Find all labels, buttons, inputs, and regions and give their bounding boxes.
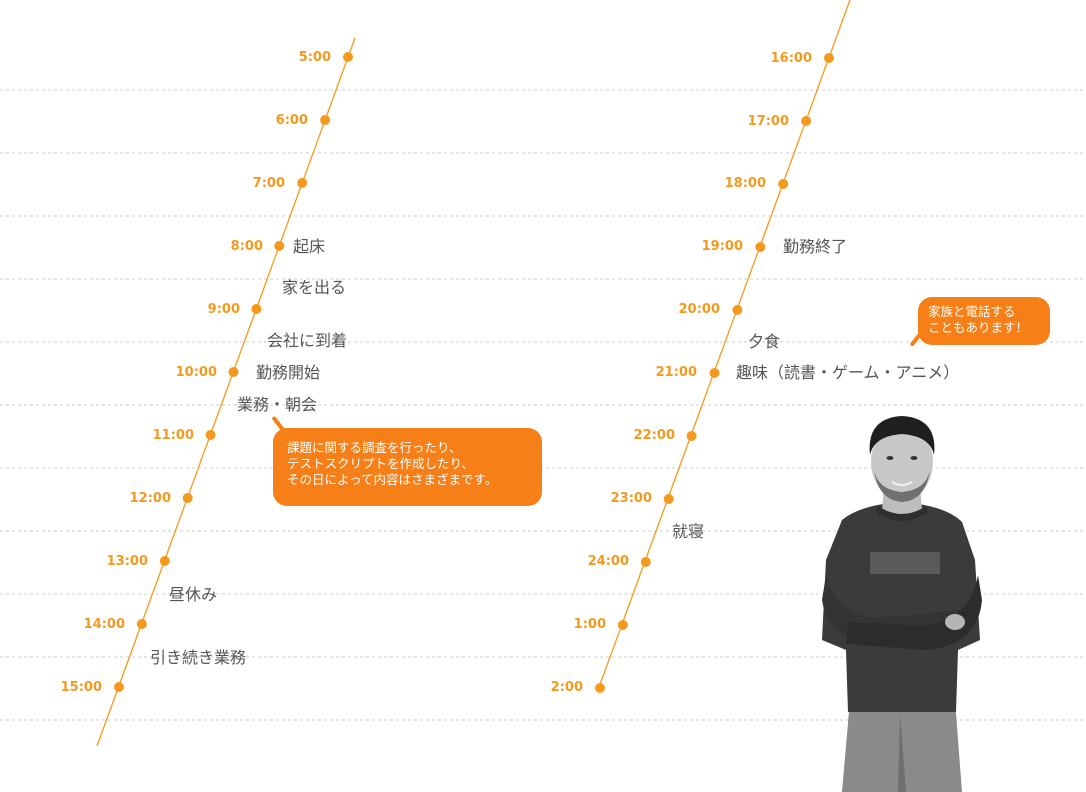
event-label: 会社に到着 [267,331,348,350]
person-collar [876,506,928,521]
timeline-dot [686,431,697,441]
speech-bubble-phone: 家族と電話する こともあります！ [918,297,1050,345]
time-label: 17:00 [747,114,789,129]
time-label: 18:00 [724,176,766,191]
event-label: 夕食 [748,332,781,351]
event-label: 趣味（読書・ゲーム・アニメ） [736,363,960,382]
timeline-dot [205,430,216,440]
timeline-dot [320,115,331,125]
time-label: 12:00 [129,491,171,506]
event-label: 家を出る [282,278,347,297]
timeline-dot [824,53,834,63]
event-label: 昼休み [169,585,218,604]
person-sweater-print [870,552,940,574]
person-eye-left [886,456,894,460]
time-label: 24:00 [587,554,629,569]
time-label: 2:00 [550,680,583,695]
person-mouth [891,481,913,486]
timeline-dot [709,368,720,378]
timeline-dot [617,620,628,630]
time-label: 20:00 [678,302,720,317]
left-timeline-dots [114,52,353,692]
time-label: 21:00 [655,365,697,380]
person-sweater [822,502,980,712]
person-hair [869,416,935,455]
timeline-dot [136,619,147,629]
event-label: 引き続き業務 [150,648,247,667]
bubble-text-line: 家族と電話する [928,304,1016,319]
bubble-text-line: その日によって内容はさまざまです。 [287,472,498,487]
right-timeline-dots [595,53,834,693]
timeline-dot [182,493,193,503]
bubble-text-line: テストスクリプトを作成したり、 [287,456,475,471]
speech-bubble-work: 課題に関する調査を行ったり、 テストスクリプトを作成したり、 その日によって内容… [273,428,542,506]
person-face [871,424,933,500]
timeline-dot [640,557,651,567]
time-label: 8:00 [230,239,263,254]
event-label: 勤務開始 [256,363,321,382]
person-jeans-shade [898,712,906,792]
time-label: 22:00 [633,428,675,443]
time-label: 13:00 [106,554,148,569]
time-label: 11:00 [152,428,194,443]
timeline-dot [114,682,124,692]
timeline-dot [801,116,812,126]
time-label: 5:00 [298,50,331,65]
timeline-dot [159,556,170,566]
timeline-dot [778,179,789,189]
gridlines [0,89,1086,721]
time-label: 23:00 [610,491,652,506]
timeline-dot [251,304,262,314]
time-label: 7:00 [252,176,285,191]
timeline-dot [343,52,353,62]
timeline-dot [228,367,239,377]
time-label: 9:00 [207,302,240,317]
event-label: 業務・朝会 [237,395,318,414]
timeline-dot [595,683,605,693]
event-label: 勤務終了 [783,237,848,256]
time-label: 10:00 [175,365,217,380]
person-arm-left [846,575,982,650]
time-label: 15:00 [60,680,102,695]
time-label: 19:00 [701,239,743,254]
time-label: 14:00 [83,617,125,632]
time-label: 16:00 [770,51,812,66]
right-timeline-line [597,0,851,691]
person-eye-right [910,456,918,460]
event-label: 起床 [293,237,326,256]
time-label: 6:00 [275,113,308,128]
timeline-dot [663,494,674,504]
timeline-dot [755,242,766,252]
bubble-text-line: 課題に関する調査を行ったり、 [287,440,462,455]
time-label: 1:00 [573,617,606,632]
person-beard [874,470,930,502]
timeline-dot [297,178,308,188]
event-label: 就寝 [672,522,705,541]
person-hand [945,614,965,630]
bubble-text-line: こともあります！ [928,320,1029,335]
timeline-dot [274,241,285,251]
timeline-dot [732,305,743,315]
